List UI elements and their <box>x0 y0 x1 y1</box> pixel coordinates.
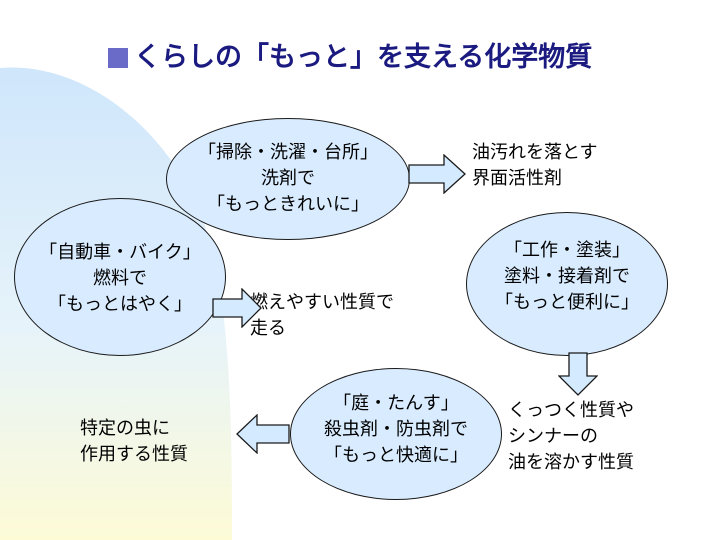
scene-text-vehicle: 「自動車・バイク」 燃料で 「もっとはやく」 <box>14 240 226 318</box>
scene-ellipse-vehicle <box>14 198 226 356</box>
property-text-adhesive: くっつく性質や シンナーの 油を溶かす性質 <box>508 398 634 476</box>
property-line: 特定の虫に <box>80 418 170 439</box>
square-bullet-icon <box>108 48 128 68</box>
scene-line: 「もっと快適に」 <box>324 445 468 466</box>
property-line: 作用する性質 <box>80 444 188 465</box>
right-arrow-icon <box>212 288 262 328</box>
property-line: 油を溶かす性質 <box>508 452 634 473</box>
scene-line: 「もっとはやく」 <box>48 294 192 315</box>
scene-line: 「庭・たんす」 <box>333 393 459 414</box>
scene-line: 洗剤で <box>261 168 315 189</box>
property-text-surfactant: 油汚れを落とす 界面活性剤 <box>472 140 597 192</box>
property-text-insecticide: 特定の虫に 作用する性質 <box>80 416 188 468</box>
property-line: 燃えやすい性質で <box>250 292 394 313</box>
page-title: くらしの「もっと」を支える化学物質 <box>108 38 668 78</box>
scene-ellipse-garden <box>290 368 502 500</box>
scene-line: 殺虫剤・防虫剤で <box>324 419 468 440</box>
scene-line: 「もっと便利に」 <box>495 292 639 313</box>
property-text-flammable: 燃えやすい性質で 走る <box>250 290 394 342</box>
page-title-text: くらしの「もっと」を支える化学物質 <box>134 42 593 73</box>
property-line: 油汚れを落とす <box>472 142 598 163</box>
scene-line: 燃料で <box>93 268 147 289</box>
scene-line: 塗料・接着剤で <box>504 266 630 287</box>
property-line: 走る <box>250 318 286 339</box>
scene-text-cleaning: 「掃除・洗濯・台所」 洗剤で 「もっときれいに」 <box>166 140 410 218</box>
scene-ellipse-craft <box>466 212 668 356</box>
scene-line: 「掃除・洗濯・台所」 <box>198 142 378 163</box>
scene-line: 「工作・塗装」 <box>504 240 630 261</box>
scene-line: 「もっときれいに」 <box>207 194 369 215</box>
scene-line: 「自動車・バイク」 <box>39 242 201 263</box>
left-arrow-icon <box>236 414 290 454</box>
down-arrow-icon <box>558 352 598 396</box>
property-line: シンナーの <box>508 426 598 447</box>
property-line: くっつく性質や <box>508 400 634 421</box>
scene-text-garden: 「庭・たんす」 殺虫剤・防虫剤で 「もっと快適に」 <box>290 391 502 469</box>
scene-text-craft: 「工作・塗装」 塗料・接着剤で 「もっと便利に」 <box>466 238 668 316</box>
property-line: 界面活性剤 <box>472 168 562 189</box>
right-arrow-icon <box>408 154 466 194</box>
